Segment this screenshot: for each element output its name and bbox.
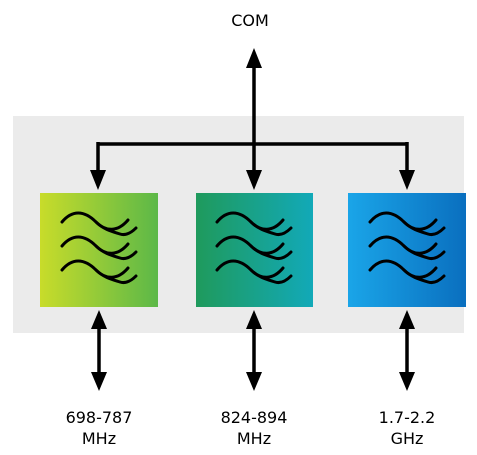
filter-wave-icon-low <box>60 211 138 284</box>
com-port-label: COM <box>208 10 292 31</box>
port-label-low: 698-787 MHz <box>39 407 159 449</box>
port-label-low-freq: 698-787 <box>65 408 133 427</box>
drop-arrow-low <box>90 170 106 190</box>
filter-wave-icon-mid <box>215 211 293 284</box>
filter-wave-icon-high <box>368 211 446 284</box>
port-label-low-unit: MHz <box>81 429 117 448</box>
port-label-mid: 824-894 MHz <box>194 407 314 449</box>
drop-arrow-high <box>399 170 415 190</box>
port-label-high-unit: GHz <box>390 429 424 448</box>
com-arrow-head-top <box>246 48 262 68</box>
port-label-high-freq: 1.7-2.2 <box>378 408 436 427</box>
com-arrow-head-bottom <box>246 170 262 190</box>
port-arrow-low <box>91 310 107 391</box>
com-port-label-text: COM <box>231 11 269 30</box>
port-arrow-high <box>399 310 415 391</box>
port-label-mid-unit: MHz <box>236 429 272 448</box>
port-label-high: 1.7-2.2 GHz <box>347 407 467 449</box>
port-arrow-mid <box>246 310 262 391</box>
port-label-mid-freq: 824-894 <box>220 408 288 427</box>
